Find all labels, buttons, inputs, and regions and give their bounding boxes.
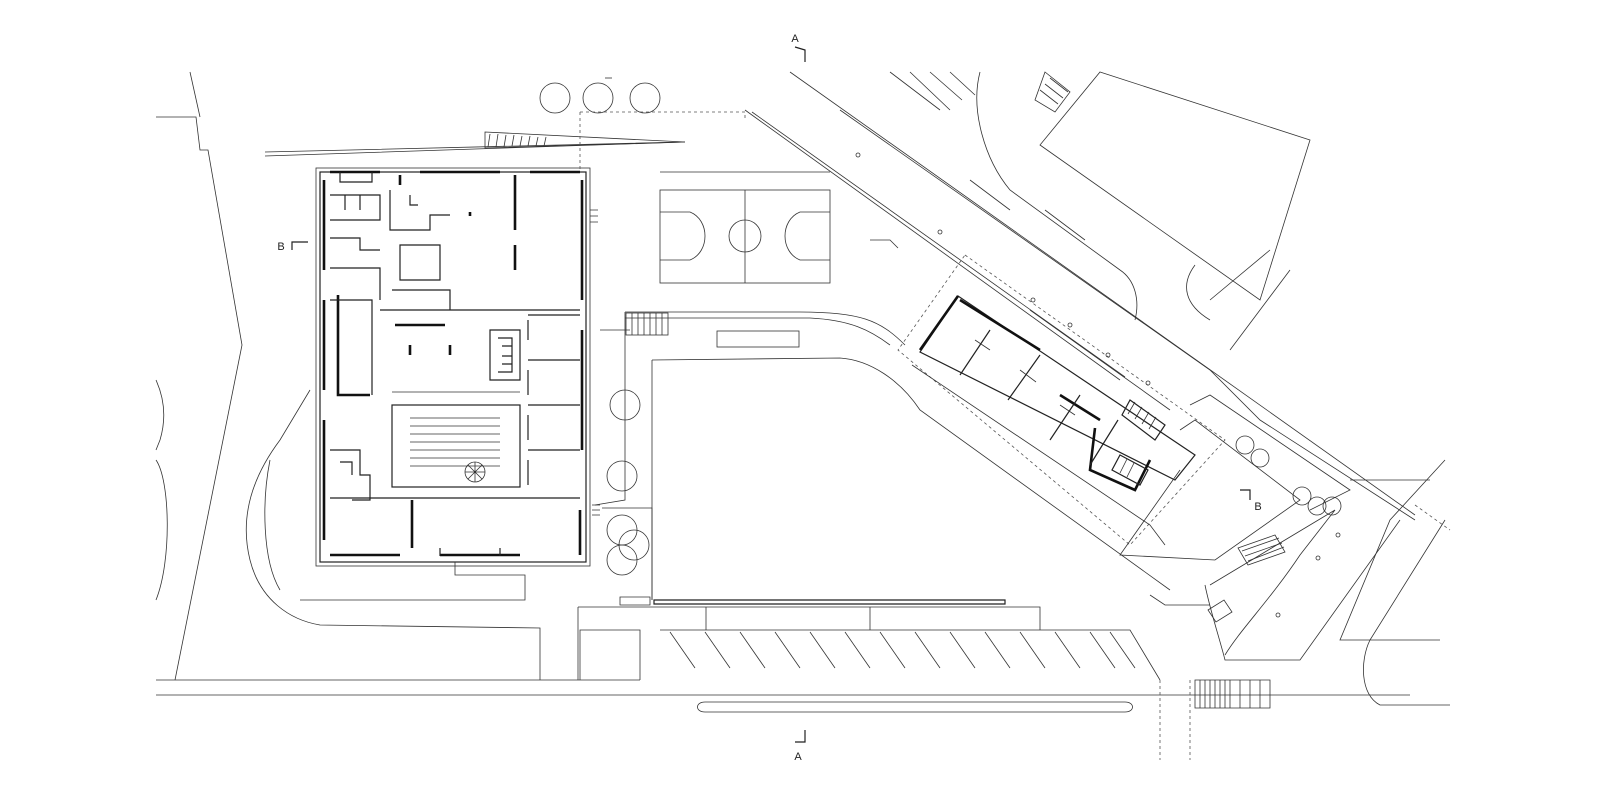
section-label-b-left: B	[277, 241, 284, 253]
section-label-a-top: A	[791, 33, 799, 45]
site-roads	[155, 71, 1410, 696]
basketball-court	[659, 171, 831, 284]
section-label-b-right: B	[1254, 501, 1261, 513]
section-label-a-bottom: A	[794, 751, 802, 763]
section-marker-b-right: B	[1240, 489, 1262, 513]
central-grounds	[577, 311, 1171, 680]
section-marker-a-top: A	[791, 33, 806, 62]
main-building	[300, 167, 600, 601]
section-marker-b-left: B	[277, 241, 308, 253]
street-east	[744, 71, 1451, 760]
north-edge	[264, 77, 746, 170]
parking-lot	[660, 629, 1161, 713]
section-marker-a-bottom: A	[794, 730, 806, 763]
east-building	[870, 239, 1401, 661]
